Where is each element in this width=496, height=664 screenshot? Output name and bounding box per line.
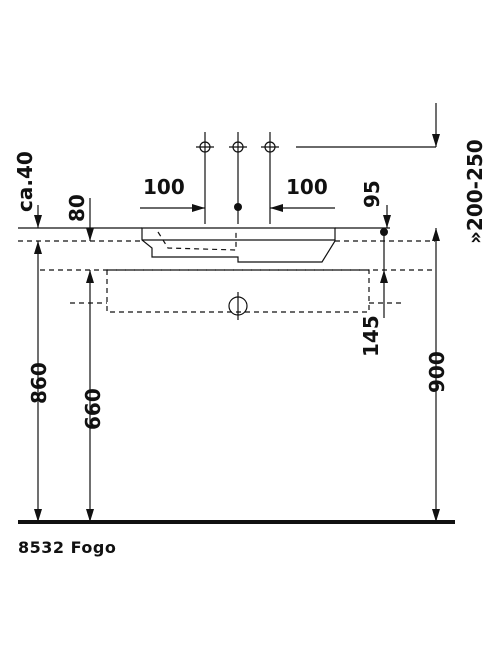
dim-label-100-left: 100 <box>143 175 185 199</box>
dim-label-80: 80 <box>65 194 89 222</box>
dim-label-ca40: ca.40 <box>13 151 37 212</box>
tap-hole-left <box>196 132 214 224</box>
tap-hole-center <box>229 132 247 224</box>
dim-label-860: 860 <box>27 362 51 404</box>
dim-label-95: 95 <box>360 180 384 208</box>
basin-inner-dashed <box>157 231 237 251</box>
drawing-caption: 8532 Fogo <box>18 538 117 557</box>
dim-label-200-250: »200-250 <box>463 139 487 244</box>
basin-outline <box>141 227 336 263</box>
dim-label-660: 660 <box>81 388 105 430</box>
tap-hole-right <box>261 132 279 224</box>
dim-label-100-right: 100 <box>286 175 328 199</box>
dim-label-900: 900 <box>425 351 449 393</box>
dim-label-145: 145 <box>359 315 383 357</box>
